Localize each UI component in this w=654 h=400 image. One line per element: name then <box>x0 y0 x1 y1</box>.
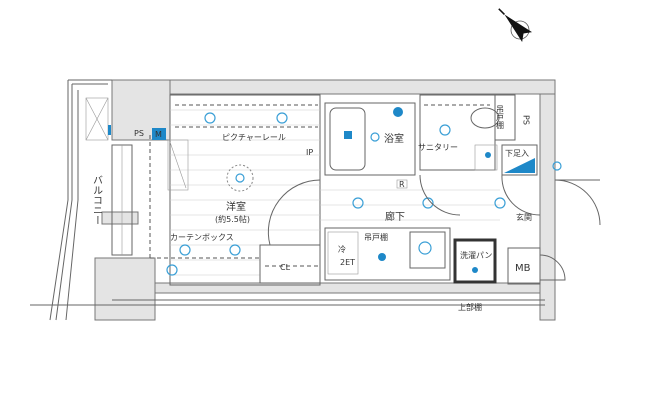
hanging-cupboard-label: 吊戸棚 <box>364 232 388 242</box>
closet-label: CL <box>280 263 291 272</box>
north-arrow-icon <box>498 8 533 43</box>
toilet-cupboard-label: 吊戸棚 <box>496 105 505 130</box>
r-label: R <box>399 180 405 189</box>
washer-pan: 洗濯パン 上部棚 <box>453 238 497 312</box>
floor-boards <box>170 109 320 276</box>
western-room-size: (約5.5帖) <box>215 214 250 224</box>
western-room-label: 洋室 <box>226 200 246 213</box>
outer-walls <box>30 79 556 321</box>
bathroom-label: 浴室 <box>384 132 404 145</box>
picture-rail-label: ピクチャーレール <box>222 133 286 142</box>
entrance: 下足入 玄関 <box>501 144 601 226</box>
bathroom: 浴室 <box>324 102 416 176</box>
sanitary: サニタリー <box>418 94 500 171</box>
curtain-box-label: カーテンボックス <box>170 233 234 242</box>
shoe-box-label: 下足入 <box>505 149 529 158</box>
m-box-label: M <box>155 130 162 139</box>
western-room: PS M ピクチャーレール 洋室 (約5.5帖) カーテンボックス IP <box>134 94 321 286</box>
stove-label: 2ET <box>340 258 355 267</box>
mb-label: MB <box>515 263 531 274</box>
sanitary-label: サニタリー <box>418 143 458 152</box>
meter-box: MB <box>507 247 566 285</box>
balcony-label: バルコニー <box>91 175 103 225</box>
closet: CL <box>259 244 321 284</box>
ps-left-label: PS <box>134 129 144 138</box>
balcony: バルコニー <box>49 79 112 321</box>
washer-pan-label: 洗濯パン <box>460 250 492 260</box>
hallway-label: 廊下 <box>385 210 405 223</box>
fridge-label: 冷 <box>338 244 346 254</box>
kitchen: 冷 2ET 吊戸棚 <box>324 227 451 281</box>
ip-label: IP <box>306 148 313 157</box>
hallway: R 廊下 <box>320 174 506 223</box>
window-sash <box>111 144 133 256</box>
upper-shelf-label: 上部棚 <box>458 302 482 312</box>
ps-right-label: PS <box>522 115 531 125</box>
entrance-label: 玄関 <box>516 212 532 222</box>
toilet-cupboard: 吊戸棚 PS <box>494 94 531 141</box>
